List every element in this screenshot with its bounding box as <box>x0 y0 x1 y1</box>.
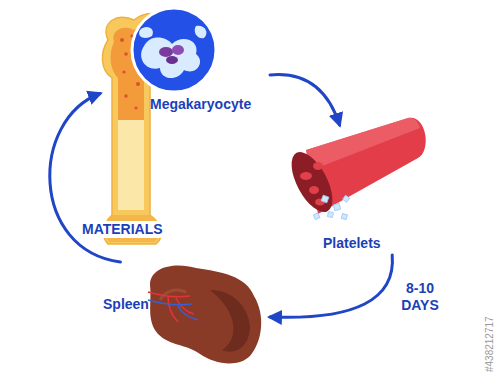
magnifier <box>132 8 216 92</box>
figure-label: Megakaryocyte <box>150 96 251 112</box>
figure-node: Spleen <box>100 262 270 372</box>
figure-node: Platelets <box>295 125 430 255</box>
blood-vessel <box>283 118 425 220</box>
arrow-label: 8-10 DAYS <box>392 280 448 314</box>
spleen <box>148 265 261 363</box>
bone <box>102 14 200 244</box>
figure-label: Spleen <box>103 296 149 312</box>
arrow-label: MATERIALS <box>80 221 165 238</box>
figure-node: Megakaryocyte <box>100 10 270 242</box>
figure-label: Platelets <box>323 235 381 251</box>
cycle-arrow <box>270 75 340 125</box>
watermark: #438212717 <box>484 316 495 372</box>
cycle-arrow <box>270 255 392 317</box>
